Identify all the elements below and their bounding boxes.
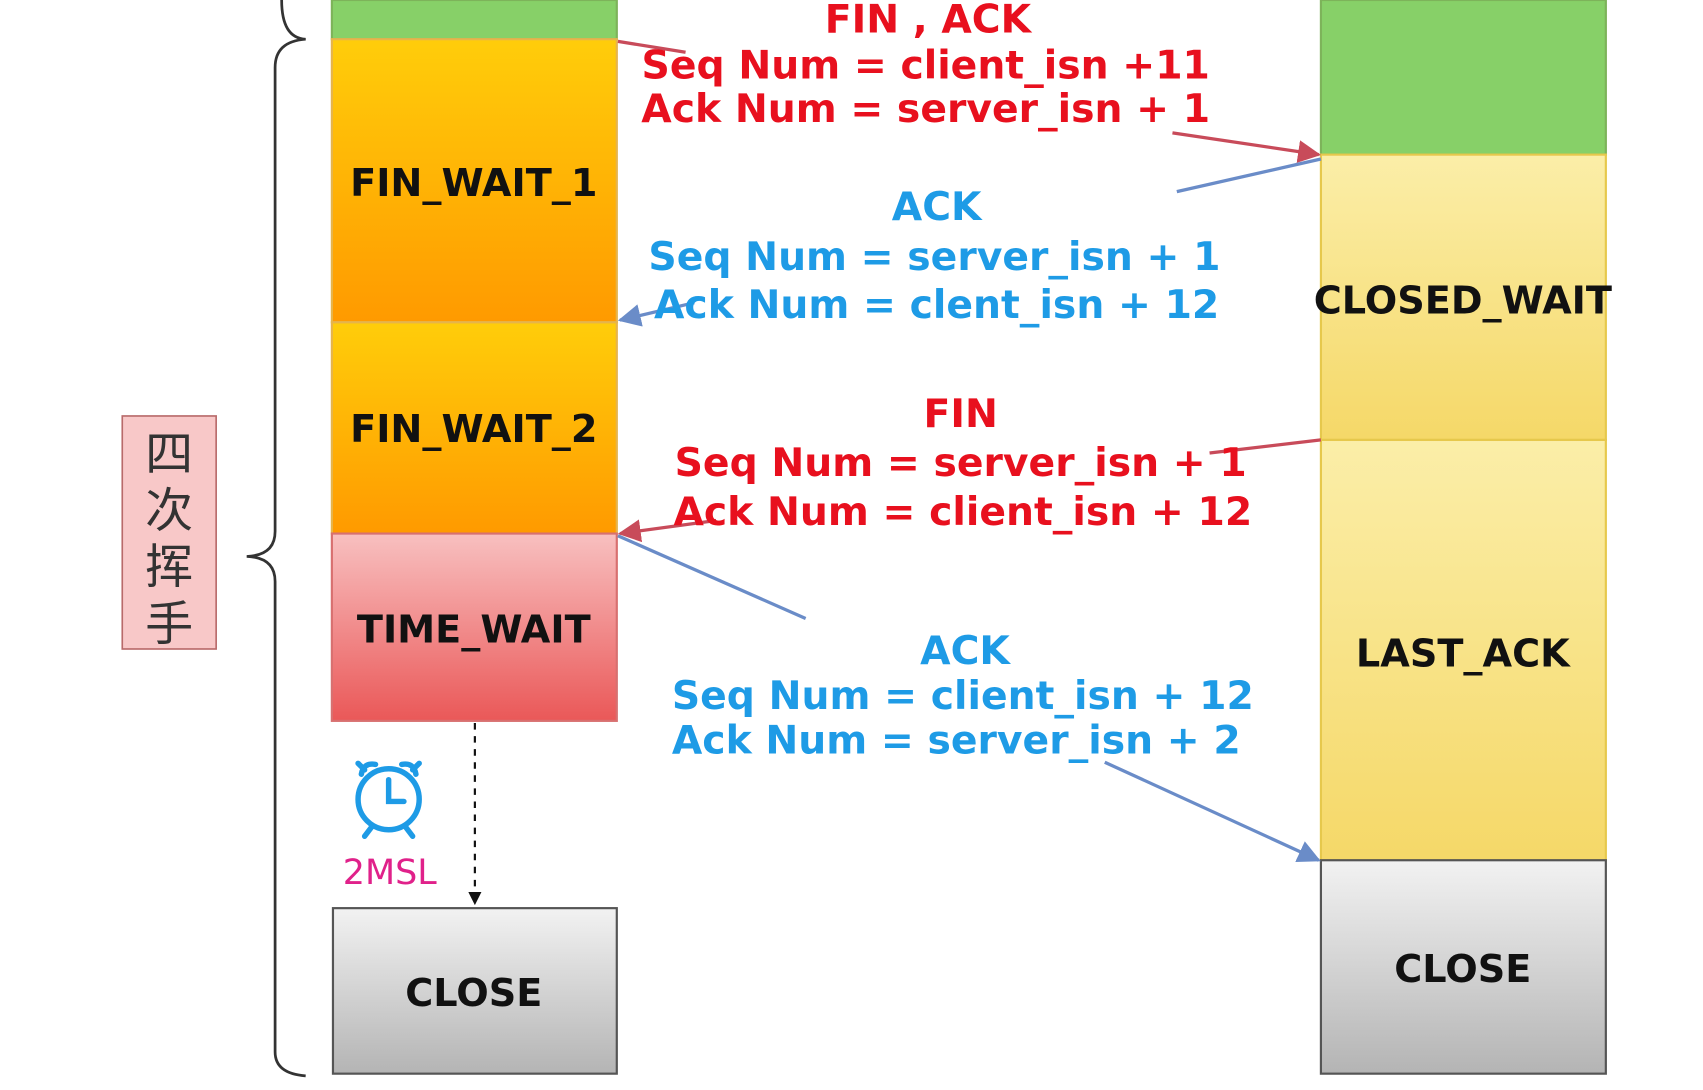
state-fin-wait-1: FIN_WAIT_1: [350, 161, 597, 205]
message-fin-ack: FIN , ACK Seq Num = client_isn +11 Ack N…: [641, 0, 1210, 132]
client-time-wait-block: [330, 532, 618, 722]
fin-arrow-start: [1209, 438, 1322, 455]
side-label-char-1: 四: [145, 426, 193, 482]
side-label-char-3: 挥: [145, 540, 193, 596]
side-label-char-2: 次: [145, 483, 193, 539]
client-established-block: [330, 0, 618, 41]
server-last-ack-block: [1319, 438, 1607, 862]
state-last-ack: LAST_ACK: [1356, 631, 1571, 675]
alarm-clock-icon: [355, 760, 422, 840]
grouping-brace: [246, 0, 306, 1078]
server-established-block: [1319, 0, 1607, 156]
ack1-arrow-start: [1176, 157, 1322, 194]
ack1-arrow: [617, 301, 695, 327]
fin-ack-ack: Ack Num = server_isn + 1: [641, 87, 1210, 132]
client-close-block: [331, 907, 618, 1075]
ack2-arrow-start: [617, 534, 807, 620]
ack2-arrow: [1104, 760, 1321, 863]
message-fin: FIN Seq Num = server_isn + 1 Ack Num = c…: [673, 392, 1252, 535]
server-column: CLOSED_WAIT LAST_ACK CLOSE: [1314, 0, 1612, 1075]
ack1-ack: Ack Num = clent_isn + 12: [654, 283, 1219, 328]
fin-ack-seq: Seq Num = client_isn +11: [642, 43, 1210, 88]
state-closed-wait: CLOSED_WAIT: [1314, 279, 1612, 323]
fin-arrow: [617, 518, 717, 543]
server-closed-wait-block: [1319, 153, 1607, 442]
fin-ack-title: FIN , ACK: [825, 0, 1033, 43]
ack2-ack: Ack Num = server_isn + 2: [672, 719, 1241, 764]
server-close-block: [1319, 859, 1607, 1075]
state-time-wait: TIME_WAIT: [357, 608, 591, 652]
fin-ack-arrow: [1172, 131, 1322, 163]
client-fin-wait-1-block: [330, 38, 618, 324]
side-label-char-4: 手: [145, 596, 193, 652]
client-column: FIN_WAIT_1 FIN_WAIT_2 TIME_WAIT CLOSE: [330, 0, 618, 1075]
fin-ack: Ack Num = client_isn + 12: [673, 490, 1252, 535]
ack2-seq: Seq Num = client_isn + 12: [672, 674, 1254, 719]
client-fin-wait-2-block: [330, 321, 618, 535]
fin-seq: Seq Num = server_isn + 1: [675, 441, 1247, 486]
four-way-handshake-label: 四 次 挥 手: [121, 415, 217, 652]
message-ack-1: ACK Seq Num = server_isn + 1 Ack Num = c…: [648, 185, 1220, 328]
state-fin-wait-2: FIN_WAIT_2: [350, 407, 597, 451]
ack2-title: ACK: [920, 629, 1011, 674]
state-client-close: CLOSE: [405, 971, 542, 1015]
message-ack-2: ACK Seq Num = client_isn + 12 Ack Num = …: [672, 629, 1254, 763]
ack1-seq: Seq Num = server_isn + 1: [648, 235, 1220, 280]
timer-label-2msl: 2MSL: [343, 853, 438, 893]
ack1-title: ACK: [892, 185, 983, 230]
state-server-close: CLOSE: [1394, 947, 1531, 991]
fin-title: FIN: [923, 392, 997, 437]
fin-ack-arrow-start: [617, 39, 686, 54]
